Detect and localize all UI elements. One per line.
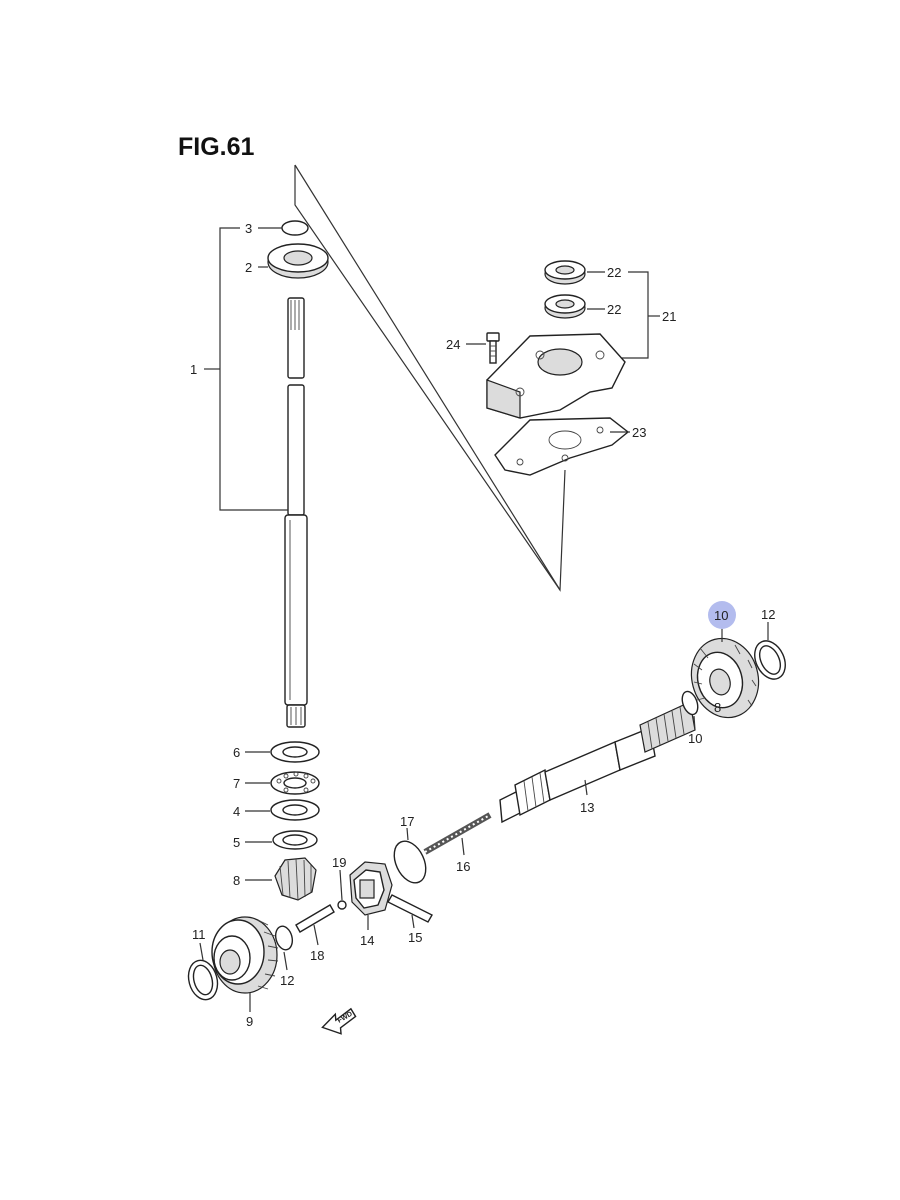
callout-2: 2 xyxy=(245,260,252,275)
forward-gear-9 xyxy=(211,916,279,994)
thrust-bearing-7 xyxy=(270,771,320,795)
pin-19 xyxy=(295,904,335,933)
washer-4 xyxy=(270,799,320,821)
callout-8-left: 8 xyxy=(233,873,240,888)
callout-1: 1 xyxy=(190,362,197,377)
gasket-part xyxy=(494,417,630,476)
callout-22-lower: 22 xyxy=(607,302,621,317)
callout-22-upper: 22 xyxy=(607,265,621,280)
callout-19: 18 xyxy=(310,948,324,963)
callout-8-right: 8 xyxy=(714,700,721,715)
pin-16 xyxy=(387,894,433,923)
callout-10: 10 xyxy=(714,608,728,623)
callout-18: 17 xyxy=(400,814,414,829)
callout-15: 14 xyxy=(360,933,374,948)
fwd-direction-marker: FWD xyxy=(321,1007,357,1035)
callout-9: 9 xyxy=(246,1014,253,1029)
spring-17 xyxy=(423,812,492,855)
drive-shaft xyxy=(284,297,308,728)
oil-seal-lower xyxy=(544,294,586,319)
washer-11 xyxy=(681,690,699,716)
circlip-part xyxy=(281,220,309,236)
callout-7: 7 xyxy=(233,776,240,791)
callout-14: 13 xyxy=(580,800,594,815)
callout-12-left: 11 xyxy=(192,927,206,942)
figure-title: FIG.61 xyxy=(178,133,255,161)
inset-diagonal xyxy=(294,164,561,591)
callout-3: 3 xyxy=(245,221,252,236)
ball-20 xyxy=(337,900,347,910)
callout-6: 6 xyxy=(233,745,240,760)
callout-12-right: 12 xyxy=(761,607,775,622)
pump-case-plate xyxy=(486,333,626,419)
callout-24: 24 xyxy=(446,337,460,352)
bolt-part xyxy=(486,332,500,364)
callout-21: 21 xyxy=(662,309,676,324)
callout-20: 19 xyxy=(332,855,346,870)
ring-18 xyxy=(393,840,427,884)
propeller-shaft-14 xyxy=(499,701,696,824)
callout-23: 23 xyxy=(632,425,646,440)
shim-12-right xyxy=(754,640,786,680)
shim-5 xyxy=(272,830,318,850)
callout-4: 4 xyxy=(233,804,240,819)
highlight-marker xyxy=(708,601,736,629)
reverse-gear-10 xyxy=(690,637,760,719)
callout-13: 12 xyxy=(280,973,294,988)
thrust-washer-6 xyxy=(270,741,320,763)
callout-11: 10 xyxy=(688,731,702,746)
thrust-washer-13 xyxy=(274,925,294,951)
oil-seal-upper xyxy=(544,260,586,285)
inset-outline xyxy=(294,165,566,592)
callout-17: 16 xyxy=(456,859,470,874)
clutch-dog-15 xyxy=(349,861,393,916)
pinion-gear-8 xyxy=(274,857,317,901)
callout-5: 5 xyxy=(233,835,240,850)
shim-12-left xyxy=(187,959,219,1001)
bearing-part xyxy=(267,243,329,279)
bracket-21 xyxy=(612,271,649,359)
callout-16: 15 xyxy=(408,930,422,945)
